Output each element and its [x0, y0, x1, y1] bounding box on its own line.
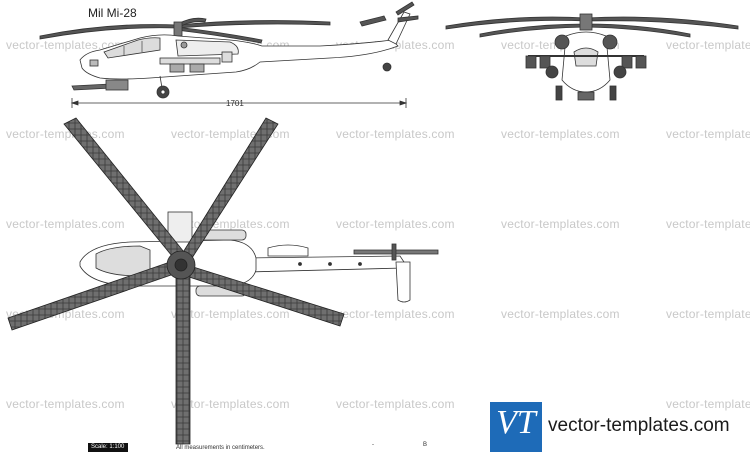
- side-view: [39, 1, 419, 99]
- vt-logo: VT: [490, 402, 542, 452]
- watermark-text: vector-templates.com: [666, 38, 750, 52]
- rotor-mast: [173, 21, 183, 37]
- watermark-text: vector-templates.com: [666, 127, 750, 141]
- weapon-pod: [189, 63, 205, 73]
- watermark-text: vector-templates.com: [171, 307, 290, 321]
- main-rotor-top: [7, 117, 345, 445]
- fuselage-side: [79, 34, 399, 80]
- rotor-blade: [63, 117, 185, 257]
- watermark-text: vector-templates.com: [666, 217, 750, 231]
- dimension-line: [70, 98, 408, 108]
- cockpit-canopy: [103, 37, 161, 59]
- tail-boom-top: [245, 255, 405, 273]
- front-wheel: [555, 85, 563, 101]
- stabilizer: [395, 261, 411, 303]
- front-view: [445, 13, 739, 101]
- watermark-row: vector-templates.com vector-templates.co…: [0, 217, 750, 231]
- engine-intake: [602, 34, 618, 50]
- watermark-text: vector-templates.com: [336, 217, 455, 231]
- tail-wheel: [382, 62, 392, 72]
- dimension-label: 1701: [226, 99, 244, 108]
- footer-mark: B: [423, 442, 428, 448]
- watermark-text: vector-templates.com: [6, 127, 125, 141]
- scale-label: Scale: 1:100: [88, 443, 128, 452]
- watermark-text: vector-templates.com: [501, 127, 620, 141]
- watermark-row: vector-templates.com vector-templates.co…: [0, 397, 750, 411]
- watermark-text: vector-templates.com: [6, 217, 125, 231]
- rotor-blade-front: [585, 16, 739, 30]
- logo-letters: VT: [496, 404, 536, 441]
- brand-name: vector-templates.com: [548, 415, 730, 436]
- front-wheel: [609, 85, 617, 101]
- watermark-text: vector-templates.com: [666, 307, 750, 321]
- watermark-text: vector-templates.com: [6, 397, 125, 411]
- rotor-blade-side: [175, 26, 263, 44]
- watermark-text: vector-templates.com: [666, 397, 750, 411]
- measurement-note: All measurements in centimeters.: [176, 445, 265, 451]
- watermark-text: vector-templates.com: [336, 307, 455, 321]
- watermark-text: vector-templates.com: [501, 307, 620, 321]
- drawing-title: Mil Mi-28: [88, 6, 137, 20]
- footer-mark: -: [372, 442, 374, 448]
- watermark-text: vector-templates.com: [336, 397, 455, 411]
- rotor-blade: [175, 273, 191, 445]
- watermark-text: vector-templates.com: [6, 38, 125, 52]
- weapon-pod: [169, 63, 185, 73]
- watermark-text: vector-templates.com: [501, 217, 620, 231]
- engine-intake: [554, 34, 570, 50]
- watermark-text: vector-templates.com: [171, 397, 290, 411]
- rotor-blade-side: [177, 20, 331, 29]
- stub-wing: [159, 57, 221, 65]
- watermark-text: vector-templates.com: [336, 127, 455, 141]
